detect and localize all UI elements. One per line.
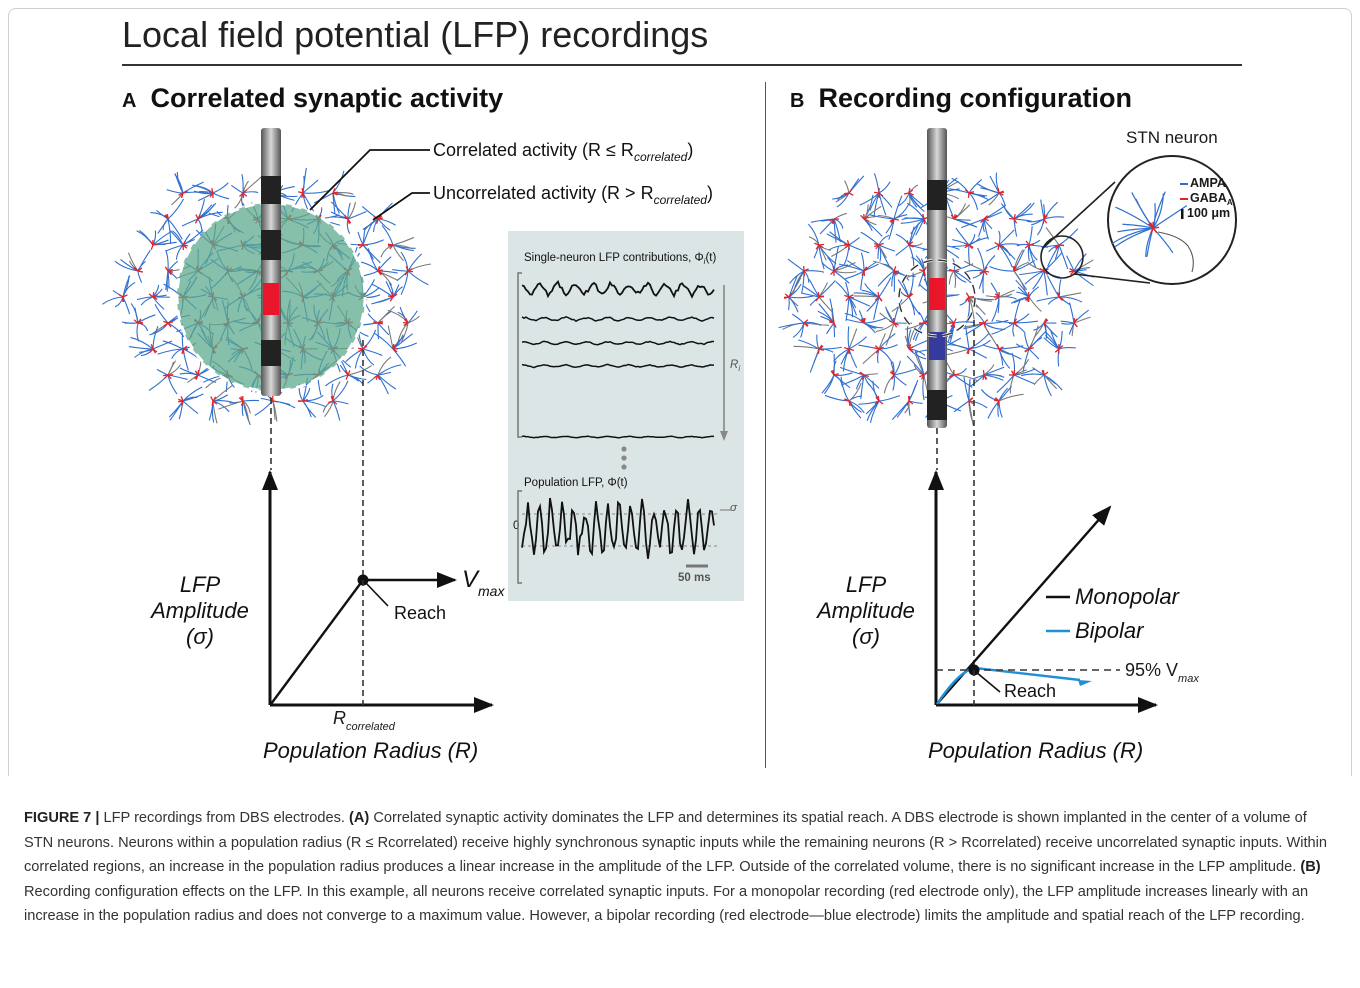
caption-b-text: Recording configuration effects on the L… bbox=[24, 883, 1309, 925]
figure-caption: FIGURE 7 | LFP recordings from DBS elect… bbox=[24, 806, 1338, 929]
electrode-b bbox=[927, 128, 947, 428]
caption-a-text: Correlated synaptic activity dominates t… bbox=[24, 810, 1328, 875]
legend-monopolar: Monopolar bbox=[1075, 584, 1179, 609]
gaba-label: GABAA bbox=[1190, 191, 1233, 207]
panel-b-letter: B bbox=[790, 90, 805, 112]
inset-traces bbox=[517, 272, 732, 584]
figure-title: Local field potential (LFP) recordings bbox=[122, 14, 709, 55]
electrode-a bbox=[261, 128, 281, 396]
panel-b-title: Recording configuration bbox=[818, 83, 1132, 113]
reach-label-a: Reach bbox=[394, 603, 447, 623]
panel-a-title: Correlated synaptic activity bbox=[150, 83, 504, 113]
panel-b-xlabel: Population Radius (R) bbox=[928, 738, 1144, 763]
panel-a-xlabel: Population Radius (R) bbox=[263, 738, 479, 763]
correlated-activity-label: Correlated activity (R ≤ Rcorrelated) bbox=[433, 140, 694, 164]
title-rule bbox=[122, 64, 1242, 66]
caption-fig-number: FIGURE 7 | bbox=[24, 810, 100, 826]
ampa-label: AMPA bbox=[1190, 176, 1226, 190]
sigma-label: σ bbox=[730, 502, 737, 514]
caption-b-tag: (B) bbox=[1300, 859, 1321, 875]
neuron-cloud-b bbox=[778, 172, 1095, 426]
panel-a-letter: A bbox=[122, 90, 137, 112]
stn-zoom-circle bbox=[1107, 155, 1237, 285]
vmax-label-a: Vmax bbox=[462, 566, 505, 599]
stn-neuron bbox=[1111, 191, 1194, 273]
population-lfp-label: Population LFP, Φ(t) bbox=[524, 477, 628, 489]
caption-intro: LFP recordings from DBS electrodes. bbox=[99, 810, 350, 826]
single-neuron-label: Single-neuron LFP contributions, Φi(t) bbox=[524, 252, 717, 266]
zero-label: 0 bbox=[513, 520, 520, 532]
electrode-b-blue-contact bbox=[929, 332, 945, 360]
uncorrelated-activity-label: Uncorrelated activity (R > Rcorrelated) bbox=[433, 183, 713, 207]
ri-label: Ri bbox=[730, 359, 741, 373]
rcorrelated-label: Rcorrelated bbox=[333, 708, 395, 733]
panel-a-heading: A Correlated synaptic activity bbox=[122, 83, 503, 114]
scalebar-label: 50 ms bbox=[678, 572, 711, 584]
scale-label: 100 μm bbox=[1187, 206, 1231, 220]
vmax-label-b: 95% Vmax bbox=[1125, 660, 1199, 685]
electrode-b-red-contact bbox=[929, 278, 945, 310]
bipolar-boundary bbox=[898, 259, 976, 337]
figure-frame bbox=[8, 8, 1352, 776]
reach-label-b: Reach bbox=[1004, 681, 1057, 701]
panel-b-heading: B Recording configuration bbox=[790, 83, 1132, 114]
lfp-inset: Single-neuron LFP contributions, Φi(t) P… bbox=[508, 231, 744, 601]
caption-a-tag: (A) bbox=[349, 810, 370, 826]
electrode-a-red-contact bbox=[263, 283, 279, 315]
stn-neuron-label: STN neuron bbox=[1126, 128, 1218, 147]
panel-divider bbox=[765, 82, 766, 768]
legend-bipolar: Bipolar bbox=[1075, 618, 1144, 643]
